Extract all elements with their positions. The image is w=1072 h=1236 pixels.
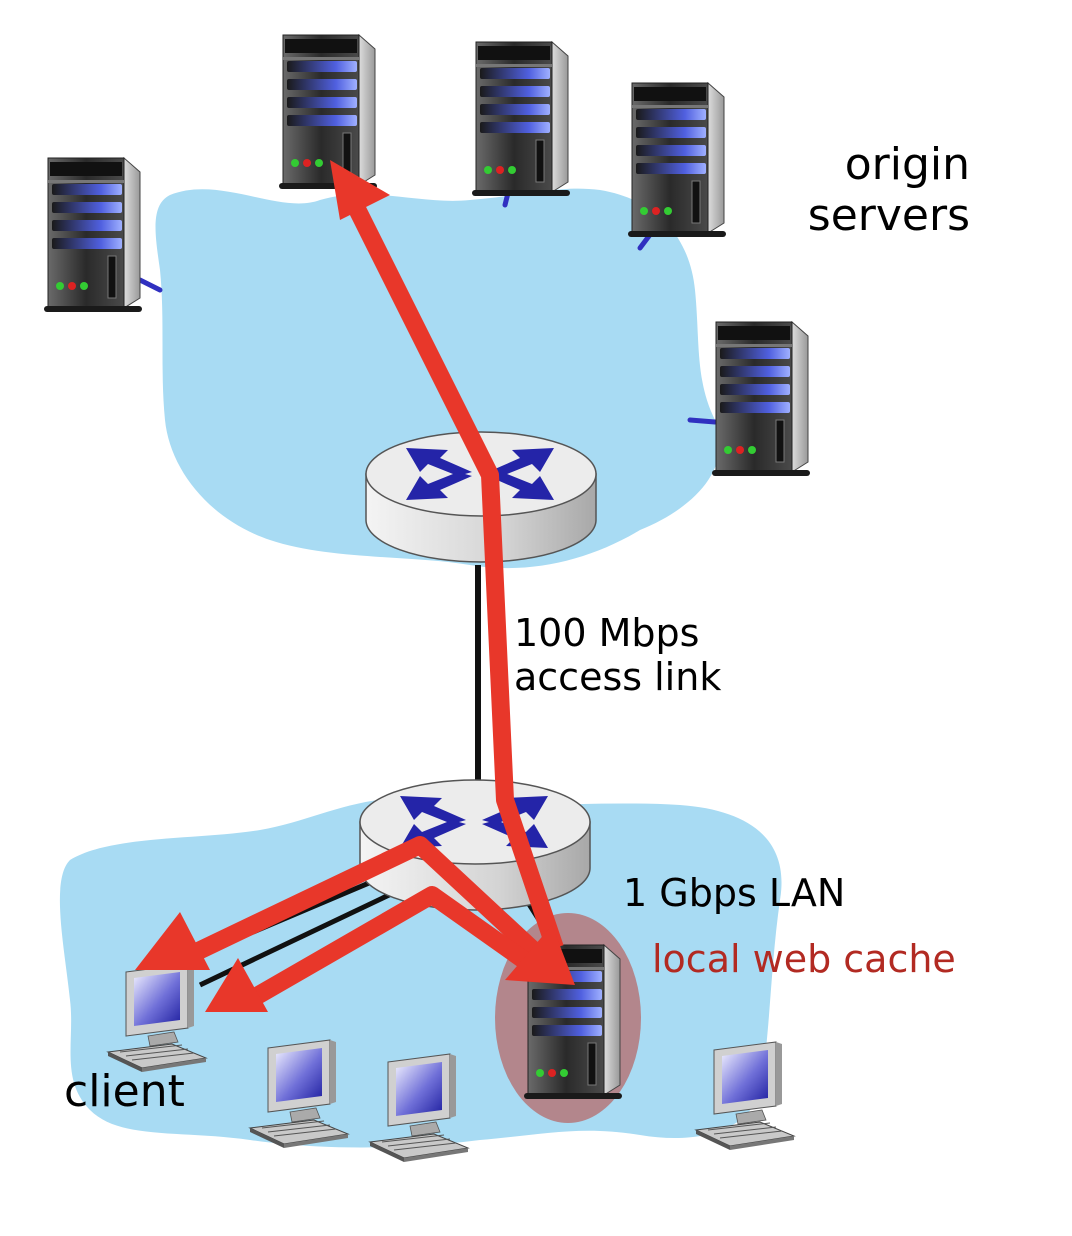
request-to-origin-arrow: [341, 190, 564, 951]
access-link-label-line1: 100 Mbps: [514, 611, 700, 655]
arrowhead-client-2: [205, 958, 268, 1012]
origin-servers-label-line2: servers: [807, 189, 970, 241]
request-arrows: [186, 190, 567, 1008]
origin-server-2: [278, 34, 378, 190]
origin-server-5: [711, 321, 811, 477]
origin-server-4: [627, 82, 727, 238]
access-link-label: 100 Mbps access link: [514, 611, 722, 699]
arrowhead-cache: [505, 925, 575, 985]
origin-servers-label: origin servers: [790, 139, 970, 241]
arrow-heads: [135, 160, 575, 1012]
origin-server-3: [471, 41, 571, 197]
internet-router: [365, 431, 597, 563]
client-label: client: [64, 1066, 185, 1117]
cache-to-client-arrow-2: [245, 886, 551, 1008]
access-link-label-line2: access link: [514, 654, 722, 699]
cache-to-client-arrow: [186, 836, 567, 982]
arrowhead-origin: [330, 160, 390, 220]
lan-label: 1 Gbps LAN: [623, 871, 846, 915]
local-web-cache-label: local web cache: [652, 937, 956, 981]
arrowhead-client-1: [135, 912, 210, 970]
origin-servers-label-line1: origin: [844, 139, 970, 190]
origin-server-1: [43, 157, 143, 313]
router-cross-icon: [406, 448, 554, 500]
